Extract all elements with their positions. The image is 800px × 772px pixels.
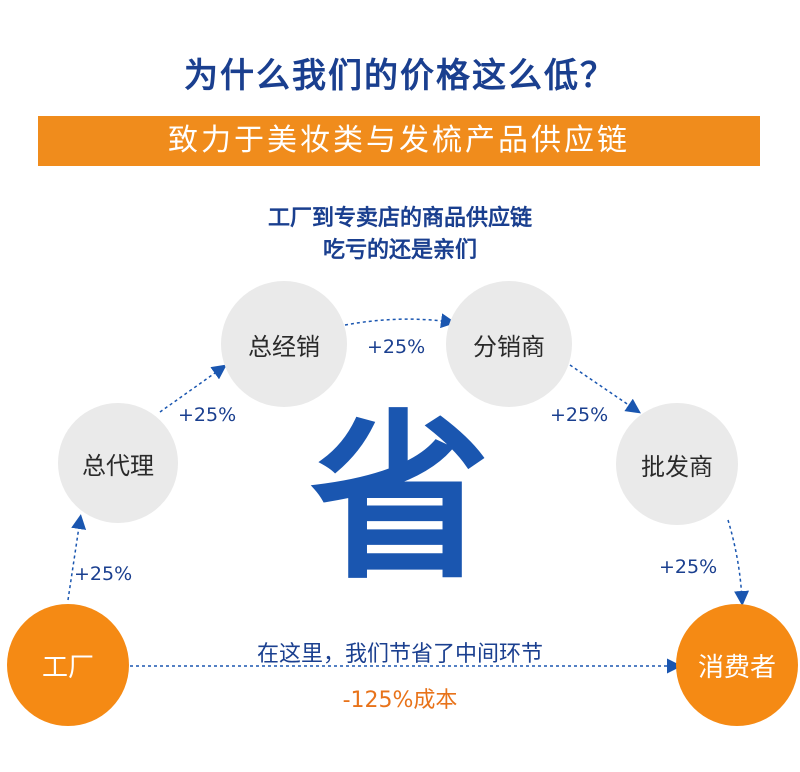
markup-agent-to-general: +25%: [178, 404, 237, 426]
arrow-general-to-distributor: [344, 313, 456, 329]
savings-amount: -125%成本: [342, 688, 458, 713]
markup-distributor-to-wholesaler: +25%: [550, 404, 609, 426]
markup-general-to-distributor: +25%: [367, 336, 426, 358]
node-general-agent: 总代理: [58, 403, 178, 523]
center-character: 省: [309, 395, 490, 604]
subtitle-line-2: 吃亏的还是亲们: [322, 238, 477, 263]
banner: 致力于美妆类与发梳产品供应链: [38, 116, 760, 166]
node-factory-label: 工厂: [41, 652, 94, 683]
subtitle-line-1: 工厂到专卖店的商品供应链: [267, 206, 532, 231]
node-consumer-label: 消费者: [697, 652, 776, 683]
node-consumer: 消费者: [676, 604, 798, 726]
node-distributor: 分销商: [446, 281, 572, 407]
node-general-distributor-label: 总经销: [248, 332, 320, 361]
arrow-wholesaler-to-consumer: [727, 519, 750, 606]
node-factory: 工厂: [7, 604, 129, 726]
arrow-agent-to-general: [159, 364, 227, 413]
page-title: 为什么我们的价格这么低？: [184, 56, 616, 96]
node-general-agent-label: 总代理: [82, 451, 154, 480]
markup-factory-to-agent: +25%: [74, 563, 133, 585]
node-wholesaler: 批发商: [616, 403, 738, 525]
markup-wholesaler-to-consumer: +25%: [659, 556, 718, 578]
arrow-factory-to-agent: [67, 514, 87, 601]
node-wholesaler-label: 批发商: [641, 452, 713, 481]
node-distributor-label: 分销商: [473, 332, 545, 361]
arrow-distributor-to-wholesaler: [569, 364, 641, 414]
node-general-distributor: 总经销: [221, 281, 347, 407]
savings-text: 在这里，我们节省了中间环节: [256, 642, 543, 667]
